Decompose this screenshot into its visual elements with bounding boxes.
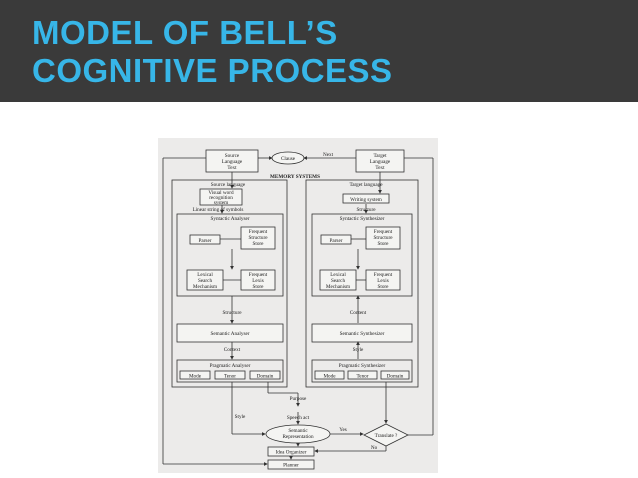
lexical-search-right-label-2: Search bbox=[331, 278, 346, 284]
source-text-label-3: Text bbox=[227, 165, 237, 171]
mode-right-label: Mode bbox=[323, 374, 336, 380]
analysis-frame bbox=[171, 179, 288, 388]
semantic-analyser-box bbox=[176, 323, 284, 343]
lexical-search-left-label-1: Lexical bbox=[197, 272, 213, 278]
parser-left-box bbox=[189, 234, 221, 245]
semantic-representation-label-1: Semantic bbox=[288, 428, 308, 434]
frequent-lexis-right-label-3: Store bbox=[378, 284, 390, 290]
planner-box bbox=[267, 459, 315, 470]
lexical-search-right-label-1: Lexical bbox=[330, 272, 346, 278]
slide-title-line-2: COGNITIVE PROCESS bbox=[32, 52, 393, 89]
tenor-left-label: Tenor bbox=[224, 374, 236, 380]
frequent-structure-left-label-3: Store bbox=[253, 241, 265, 247]
frequent-structure-right-label-1: Frequent bbox=[374, 229, 393, 235]
parser-left-label: Parser bbox=[199, 238, 212, 244]
tenor-right-label: Tenor bbox=[356, 374, 368, 380]
style-left-label: Style bbox=[235, 414, 246, 420]
semantic-synthesizer-label: Semantic Synthesizer bbox=[340, 331, 385, 337]
semantic-analyser-label: Semantic Analyser bbox=[210, 331, 249, 337]
frequent-structure-left-box bbox=[240, 226, 276, 250]
visual-word-box bbox=[199, 188, 243, 206]
purpose-label: Purpose bbox=[290, 396, 307, 402]
synthesis-frame bbox=[305, 179, 419, 388]
visual-word-label-3: system bbox=[214, 200, 228, 206]
content-label: Content bbox=[350, 310, 367, 316]
domain-right-box bbox=[380, 370, 410, 380]
domain-left-label: Domain bbox=[257, 374, 274, 380]
source-language-label: Source language bbox=[211, 182, 246, 188]
frequent-structure-left-label-2: Structure bbox=[248, 235, 268, 241]
semantic-synthesizer-box bbox=[311, 323, 413, 343]
syntactic-synthesizer-frame bbox=[311, 213, 413, 297]
pragmatic-analyser-frame bbox=[176, 359, 284, 383]
lexical-search-left-label-3: Mechanism bbox=[193, 284, 217, 290]
title-band: MODEL OF BELL’S COGNITIVE PROCESS bbox=[0, 0, 638, 102]
bell-cognitive-process-diagram: Source Language Text Clause Next Target … bbox=[162, 149, 434, 470]
frequent-lexis-left-label-1: Frequent bbox=[249, 272, 268, 278]
linear-string-label: Linear string of symbols bbox=[193, 206, 244, 213]
memory-systems-label: MEMORY SYSTEMS bbox=[270, 174, 320, 180]
style-right-label: Style bbox=[353, 347, 364, 353]
syntactic-analyser-frame bbox=[176, 213, 284, 297]
structure-right-label: Structure bbox=[356, 207, 376, 213]
frequent-lexis-left-label-2: Lexis bbox=[252, 278, 264, 284]
frequent-structure-left-label-1: Frequent bbox=[249, 229, 268, 235]
mode-left-box bbox=[179, 370, 211, 380]
speech-act-label: Speech act bbox=[287, 415, 310, 421]
context-label: Context bbox=[224, 347, 241, 353]
writing-system-box bbox=[342, 193, 390, 204]
planner-label: Planner bbox=[283, 463, 299, 469]
source-text-label-1: Source bbox=[225, 153, 240, 159]
idea-organizer-label: Idea Organizer bbox=[276, 450, 307, 456]
semantic-representation-label-2: Representation bbox=[282, 434, 314, 440]
structure-left-label: Structure bbox=[222, 310, 242, 316]
lexical-search-left-label-2: Search bbox=[198, 278, 213, 284]
domain-left-box bbox=[249, 370, 281, 380]
pragmatic-synthesizer-frame bbox=[311, 359, 413, 383]
slide-title: MODEL OF BELL’S COGNITIVE PROCESS bbox=[32, 14, 393, 90]
syntactic-analyser-label: Syntactic Analyser bbox=[210, 216, 249, 222]
target-text-label-1: Target bbox=[373, 153, 387, 159]
domain-right-label: Domain bbox=[387, 374, 404, 380]
pragmatic-analyser-label: Pragmatic Analyser bbox=[210, 363, 251, 369]
target-language-label: Target language bbox=[349, 182, 383, 188]
target-text-label-3: Text bbox=[375, 165, 385, 171]
clause-label: Clause bbox=[281, 156, 296, 162]
parser-right-box bbox=[320, 234, 352, 245]
frequent-lexis-right-label-1: Frequent bbox=[374, 272, 393, 278]
mode-right-box bbox=[314, 370, 345, 380]
target-text-label-2: Language bbox=[370, 159, 391, 165]
pragmatic-synthesizer-label: Pragmatic Synthesizer bbox=[339, 363, 386, 369]
no-label: No bbox=[371, 445, 378, 451]
frequent-structure-right-box bbox=[365, 226, 401, 250]
mode-left-label: Mode bbox=[189, 374, 202, 380]
source-text-label-2: Language bbox=[222, 159, 243, 165]
visual-word-label-2: recognition bbox=[209, 195, 233, 201]
frequent-lexis-right-label-2: Lexis bbox=[377, 278, 389, 284]
translate-label: Translate ? bbox=[375, 433, 398, 439]
syntactic-synthesizer-label: Syntactic Synthesizer bbox=[340, 216, 385, 222]
frequent-lexis-left-label-3: Store bbox=[253, 284, 265, 290]
next-label: Next bbox=[323, 152, 334, 158]
writing-system-label: Writing system bbox=[350, 197, 382, 203]
lexical-search-right-label-3: Mechanism bbox=[326, 284, 350, 290]
frequent-structure-right-label-2: Structure bbox=[373, 235, 393, 241]
frequent-structure-right-label-3: Store bbox=[378, 241, 390, 247]
yes-label: Yes bbox=[339, 427, 347, 433]
parser-right-label: Parser bbox=[330, 238, 343, 244]
tenor-left-box bbox=[214, 370, 246, 380]
visual-word-label-1: Visual word bbox=[208, 190, 234, 196]
slide-title-line-1: MODEL OF BELL’S bbox=[32, 14, 338, 51]
tenor-right-box bbox=[347, 370, 378, 380]
